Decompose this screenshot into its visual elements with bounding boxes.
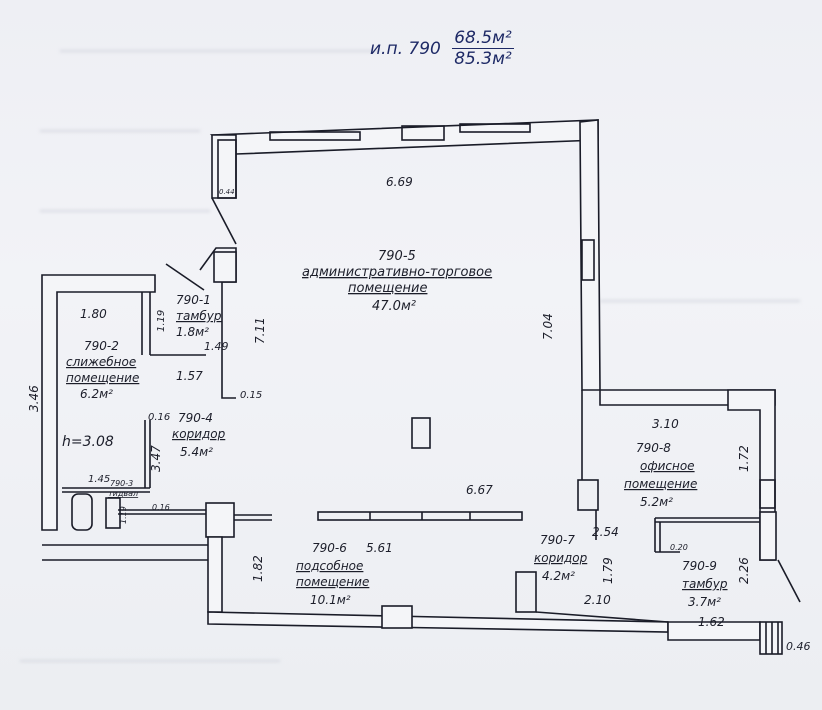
bg-stroke xyxy=(600,300,800,302)
pillar-center xyxy=(205,502,235,538)
area-fraction: 68.5м² 85.3м² xyxy=(452,28,514,69)
room-790-9-name: тамбур xyxy=(682,577,728,591)
room-790-6-area: 10.1м² xyxy=(310,593,351,607)
room-790-1-area: 1.8м² xyxy=(176,325,209,339)
dim-room2-h: 3.46 xyxy=(27,385,41,412)
window-top-2 xyxy=(401,125,445,141)
window-bottom xyxy=(381,605,413,629)
bg-stroke xyxy=(20,660,280,662)
dim-corr7-bottom: 2.10 xyxy=(584,593,611,607)
room-790-7-area: 4.2м² xyxy=(542,569,575,583)
room-790-5-id: 790-5 xyxy=(378,249,416,264)
room-790-6-name1: подсобное xyxy=(296,559,363,573)
dim-room3-w: 1.45 xyxy=(88,474,110,485)
area-top: 68.5м² xyxy=(452,28,514,49)
room-790-2-name1: слижебное xyxy=(66,355,136,369)
dim-hall-right-h: 7.04 xyxy=(541,313,555,340)
dim-room6-h: 1.82 xyxy=(251,555,265,582)
room-790-3-name: тидвал xyxy=(108,489,138,498)
room-790-2-area: 6.2м² xyxy=(80,387,113,401)
room-790-4-id: 790-4 xyxy=(178,411,213,425)
wall-right-upper xyxy=(579,119,601,391)
dim-tambur-h: 1.19 xyxy=(156,310,167,332)
tambur1-block xyxy=(213,251,237,283)
ceiling-height: h=3.08 xyxy=(62,434,114,450)
room-790-7-id: 790-7 xyxy=(540,533,575,547)
wall-left-lower xyxy=(207,536,223,613)
room-790-8-id: 790-8 xyxy=(636,441,671,455)
dim-wall-016b: 0.16 xyxy=(152,503,170,512)
door-swing-1 xyxy=(211,197,237,245)
dim-wall-016a: 0.16 xyxy=(148,412,170,423)
dim-corridor-w: 1.57 xyxy=(176,369,203,383)
room-790-3-id: 790-3 xyxy=(110,479,133,488)
dim-tambur9-w: 1.62 xyxy=(698,615,725,629)
window-top-1 xyxy=(269,131,361,141)
column xyxy=(411,417,431,449)
header-prefix: и.п. 790 xyxy=(370,38,441,59)
dim-top-width: 6.69 xyxy=(386,175,413,189)
room-790-7-name: коридор xyxy=(534,551,588,565)
room-790-4-name: коридор xyxy=(172,427,226,441)
dim-room3-h: 1.19 xyxy=(119,506,128,524)
pillar-topleft xyxy=(217,139,237,199)
wall-corr7-bottom xyxy=(535,611,669,623)
sink-icon xyxy=(105,497,121,529)
room-790-6-id: 790-6 xyxy=(312,541,347,555)
dim-room6-w: 5.61 xyxy=(366,541,393,555)
door-stub-corr xyxy=(515,571,537,613)
bg-stroke xyxy=(40,210,210,212)
dim-wall-020: 0.20 xyxy=(670,543,688,552)
room-790-8-area: 5.2м² xyxy=(640,495,673,509)
room-790-4-area: 5.4м² xyxy=(180,445,213,459)
dim-hall-left-h: 7.11 xyxy=(253,317,267,344)
room-790-9-id: 790-9 xyxy=(682,559,717,573)
dim-office-h: 1.72 xyxy=(737,445,751,472)
partition-glass xyxy=(317,511,523,521)
room-790-5-name1: административно-торговое xyxy=(302,265,492,280)
toilet-icon xyxy=(71,493,93,531)
bg-stroke xyxy=(60,50,380,52)
dim-wall-015: 0.15 xyxy=(240,390,262,401)
area-header: и.п. 790 68.5м² 85.3м² xyxy=(370,28,514,69)
bg-stroke xyxy=(40,130,200,132)
wall-bottom xyxy=(207,611,669,633)
dim-tambur9-h: 2.26 xyxy=(737,557,751,584)
tambur9-wall xyxy=(759,511,777,561)
dim-corridor-h: 3.47 xyxy=(149,445,163,472)
dim-ext-046: 0.46 xyxy=(786,640,811,653)
room-790-1-name: тамбур xyxy=(176,309,222,323)
window-office xyxy=(759,479,776,509)
tambur9-door xyxy=(777,559,801,603)
dim-corr7-w: 2.54 xyxy=(592,525,619,539)
room-790-9-area: 3.7м² xyxy=(688,595,721,609)
dim-hall-bottom-w: 6.67 xyxy=(466,483,493,497)
room-790-2-name2: помещение xyxy=(66,371,139,385)
door-stub-right xyxy=(577,479,599,511)
room-790-8-name1: офисное xyxy=(640,459,695,473)
dim-tambur-w: 1.49 xyxy=(204,340,229,353)
dim-left-room-width: 1.80 xyxy=(80,307,107,321)
room-790-2-id: 790-2 xyxy=(84,339,119,353)
room-790-1-id: 790-1 xyxy=(176,293,211,307)
room-790-5-name2: помещение xyxy=(348,281,427,296)
area-bottom: 85.3м² xyxy=(454,49,512,69)
room-790-6-name2: помещение xyxy=(296,575,369,589)
window-top-3 xyxy=(459,123,531,133)
room-790-5-area: 47.0м² xyxy=(372,299,416,314)
dim-pillar: 0.44 xyxy=(219,188,235,196)
wall-left-wing xyxy=(41,274,156,531)
window-right xyxy=(581,239,595,281)
dim-office-w: 3.10 xyxy=(652,417,679,431)
dim-corr7-h: 1.79 xyxy=(601,557,615,584)
door-swing-2 xyxy=(165,263,205,291)
room-790-8-name2: помещение xyxy=(624,477,697,491)
